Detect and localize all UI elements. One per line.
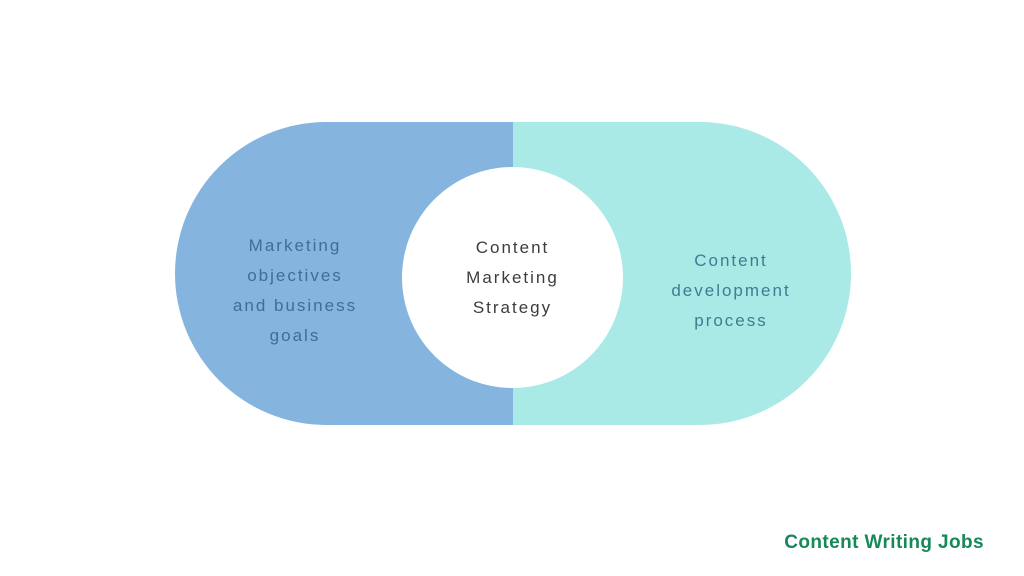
label-line: development bbox=[671, 281, 791, 300]
label-line: Marketing bbox=[248, 236, 342, 255]
brand-footer: Content Writing Jobs bbox=[784, 532, 984, 553]
center-label: Content Marketing Strategy bbox=[466, 233, 559, 323]
label-line: Strategy bbox=[472, 297, 553, 317]
label-line: goals bbox=[269, 326, 321, 345]
label-line: Marketing bbox=[466, 267, 559, 287]
label-line: process bbox=[694, 311, 768, 330]
right-label: Content development process bbox=[636, 246, 826, 336]
label-line: Content bbox=[694, 251, 768, 270]
label-line: Content bbox=[475, 237, 550, 257]
label-line: objectives bbox=[247, 266, 343, 285]
left-label: Marketing objectives and business goals bbox=[200, 231, 390, 351]
center-circle: Content Marketing Strategy bbox=[402, 167, 623, 388]
label-line: and business bbox=[232, 296, 358, 315]
